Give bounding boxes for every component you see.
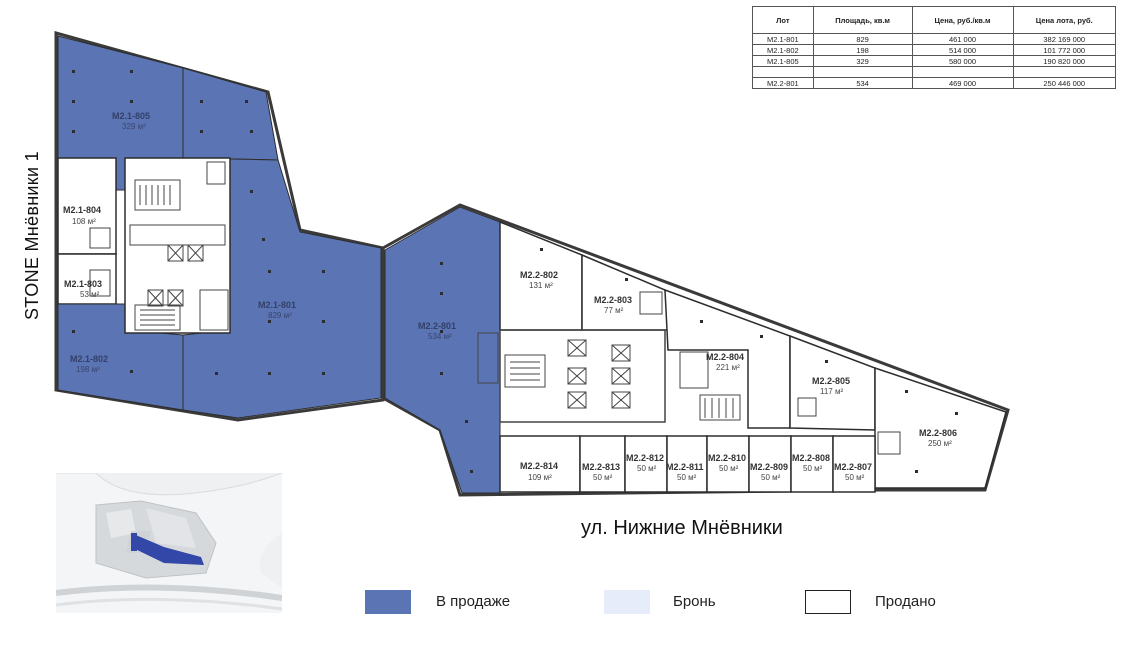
lot-area: 250 м² — [928, 439, 952, 448]
core-2-1-details — [129, 161, 229, 331]
lot-m2-2-808[interactable] — [790, 435, 834, 493]
lot-label: М2.2-813 — [582, 462, 620, 472]
lot-m2-2-812[interactable] — [624, 435, 668, 493]
col-lot: Лот — [752, 6, 814, 34]
table-cell: М2.1-805 — [752, 55, 814, 67]
lot-area: 50 м² — [593, 473, 613, 482]
minimap-building-highlight — [131, 533, 204, 565]
lot-label: М2.2-809 — [750, 462, 788, 472]
lot-m2-1-805-wing[interactable] — [182, 67, 279, 161]
table-cell: М2.1-802 — [752, 44, 814, 56]
table-row: М2.2-801 534 469 000 250 446 000 — [752, 77, 1116, 89]
lot-labels: М2.1-805 329 м² М2.1-804 108 м² М2.1-803… — [63, 111, 957, 482]
lot-m2-2-814[interactable] — [499, 435, 581, 493]
legend-label: Продано — [875, 593, 936, 610]
table-cell: 461 000 — [911, 33, 1014, 45]
table-cell: 514 000 — [911, 44, 1014, 56]
sold-lots-2-2 — [499, 220, 1007, 493]
columns-2-2 — [440, 248, 958, 473]
site-minimap — [56, 473, 282, 613]
legend-swatch — [805, 590, 851, 614]
lot-area: 329 м² — [122, 122, 146, 131]
table-cell: 101 772 000 — [1012, 44, 1116, 56]
lot-label: М2.1-805 — [112, 111, 150, 121]
street-label: ул. Нижние Мнёвники — [581, 517, 783, 539]
columns-2-1 — [72, 70, 325, 375]
table-cell: 534 — [812, 77, 913, 89]
lot-area: 534 м² — [428, 332, 452, 341]
lot-area: 109 м² — [528, 473, 552, 482]
table-cell: М2.1-801 — [752, 33, 814, 45]
table-cell: 829 — [812, 33, 913, 45]
table-row: М2.1-805 329 580 000 190 820 000 — [752, 55, 1116, 67]
lot-area: 50 м² — [637, 464, 657, 473]
table-cell — [911, 66, 1014, 78]
legend-swatch — [604, 590, 650, 614]
table-cell — [812, 66, 913, 78]
table-cell: 580 000 — [911, 55, 1014, 67]
lot-area: 50 м² — [803, 464, 823, 473]
lot-label: М2.2-811 — [666, 462, 704, 472]
table-row-spacer — [752, 66, 1116, 78]
lot-label: М2.2-806 — [919, 428, 957, 438]
price-table-header: Лот Площадь, кв.м Цена, руб./кв.м Цена л… — [752, 6, 1116, 34]
table-cell: 382 169 000 — [1012, 33, 1116, 45]
lot-label: М2.1-804 — [63, 205, 101, 215]
lot-area: 50 м² — [761, 473, 781, 482]
col-area: Площадь, кв.м — [812, 6, 913, 34]
lot-label: М2.2-810 — [708, 453, 746, 463]
table-cell — [752, 66, 814, 78]
lot-label: М2.2-805 — [812, 376, 850, 386]
lot-label: М2.2-804 — [706, 352, 744, 362]
lot-label: М2.1-802 — [70, 354, 108, 364]
wc-2-1 — [89, 227, 111, 297]
lot-area: 131 м² — [529, 281, 553, 290]
lot-label: М2.2-803 — [594, 295, 632, 305]
table-cell: 329 — [812, 55, 913, 67]
table-cell: 250 446 000 — [1012, 77, 1116, 89]
lot-label: М2.2-802 — [520, 270, 558, 280]
core-2-2 — [477, 291, 901, 455]
table-cell: М2.2-801 — [752, 77, 814, 89]
table-cell — [1012, 66, 1116, 78]
lot-label: М2.2-801 — [418, 321, 456, 331]
lot-area: 53 м² — [80, 290, 100, 299]
lot-label: М2.1-803 — [64, 279, 102, 289]
lot-m2-2-810[interactable] — [706, 435, 750, 493]
building-side-label: STONE Мнёвники 1 — [22, 151, 42, 320]
lot-area: 108 м² — [72, 217, 96, 226]
lot-m2-2-809[interactable] — [748, 435, 792, 493]
lot-area: 117 м² — [820, 387, 843, 396]
lot-label: М2.1-801 — [258, 300, 296, 310]
table-cell: 198 — [812, 44, 913, 56]
lot-m2-2-807[interactable] — [832, 435, 876, 493]
legend-label: Бронь — [673, 593, 716, 610]
table-row: М2.1-801 829 461 000 382 169 000 — [752, 33, 1116, 45]
lot-label: М2.2-812 — [626, 453, 664, 463]
lot-m2-1-804[interactable] — [57, 157, 117, 255]
lot-area: 50 м² — [719, 464, 739, 473]
lot-m2-2-811[interactable] — [666, 435, 708, 493]
lot-area: 221 м² — [716, 363, 740, 372]
lot-m2-2-801[interactable] — [384, 206, 501, 494]
lot-label: М2.2-808 — [792, 453, 830, 463]
price-table: Лот Площадь, кв.м Цена, руб./кв.м Цена л… — [752, 6, 1116, 89]
legend-swatch — [365, 590, 411, 614]
lot-area: 77 м² — [604, 306, 624, 315]
lot-area: 50 м² — [845, 473, 865, 482]
col-price-per-sqm: Цена, руб./кв.м — [911, 6, 1014, 34]
table-row: М2.1-802 198 514 000 101 772 000 — [752, 44, 1116, 56]
table-cell: 469 000 — [911, 77, 1014, 89]
col-lot-price: Цена лота, руб. — [1012, 6, 1116, 34]
lot-area: 50 м² — [677, 473, 697, 482]
lot-label: М2.2-814 — [520, 461, 558, 471]
lot-label: М2.2-807 — [834, 462, 872, 472]
legend-label: В продаже — [436, 593, 511, 610]
lot-area: 829 м² — [268, 311, 292, 320]
lot-area: 198 м² — [76, 365, 100, 374]
table-cell: 190 820 000 — [1012, 55, 1116, 67]
